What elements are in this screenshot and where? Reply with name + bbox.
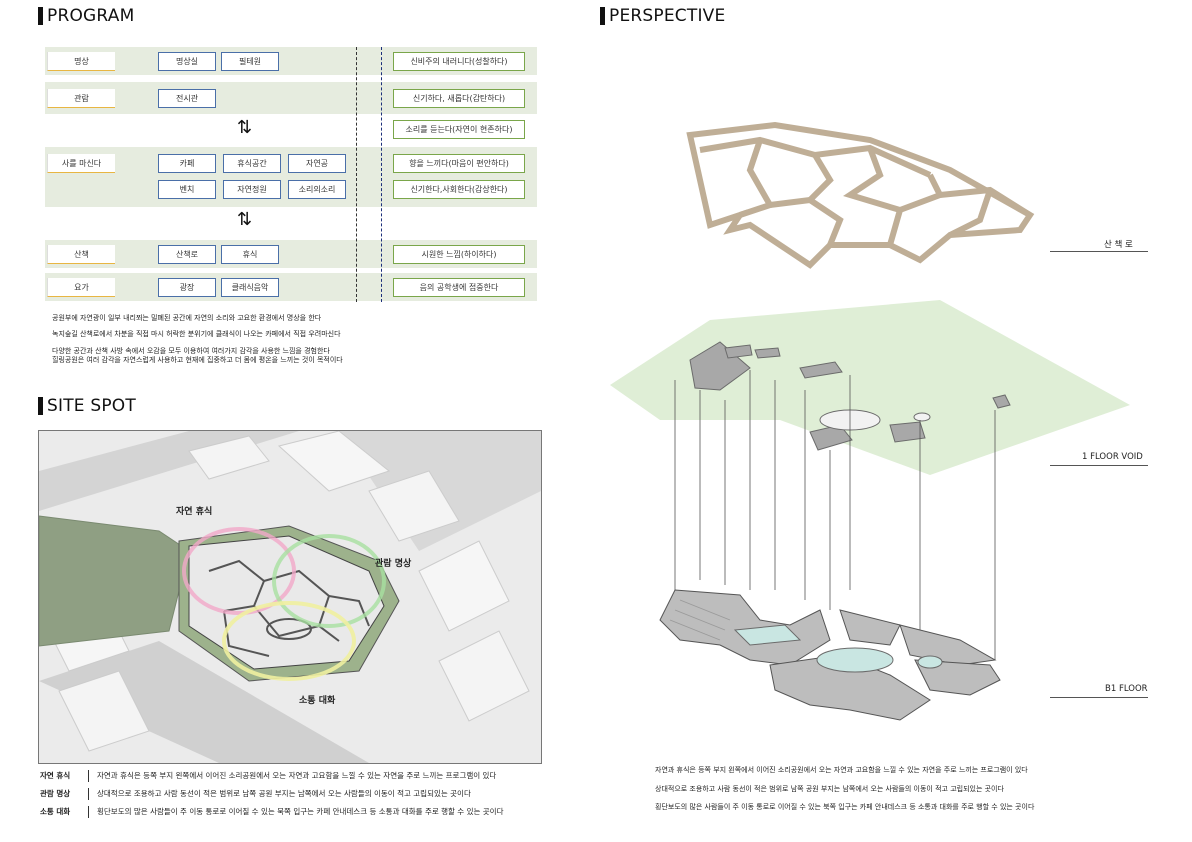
bidirectional-arrow-icon: ⇅ bbox=[237, 209, 253, 230]
program-feeling: 신기한다,사회한다(감상한다) bbox=[393, 180, 525, 199]
program-feeling: 신기하다, 새롭다(감탄하다) bbox=[393, 89, 525, 108]
legend-divider bbox=[88, 788, 89, 800]
legend-text: 횡단보도의 많은 사람들이 주 이동 통로로 이어질 수 있는 북쪽 입구는 카… bbox=[97, 807, 504, 816]
layer-label-walkway: 산 책 로 bbox=[1104, 240, 1133, 250]
perspective-note: 자연과 휴식은 등쪽 부지 왼쪽에서 이어진 소리공원에서 오는 자연과 고요함… bbox=[655, 766, 1028, 774]
program-feeling: 향을 느끼다(마음이 편안하다) bbox=[393, 154, 525, 173]
perspective-note: 횡단보도의 많은 사람들이 주 이동 통로로 이어질 수 있는 북쪽 입구는 카… bbox=[655, 803, 1035, 811]
layer-underline bbox=[1050, 697, 1148, 698]
program-item: 산책로 bbox=[158, 245, 216, 264]
legend-row: 관람 명상 상대적으로 조용하고 사람 동선이 적은 범위로 남쪽 공원 부지는… bbox=[40, 788, 471, 800]
program-note: 다양한 공간과 산책 사방 속에서 오감을 모두 이용하여 여러가지 감각을 사… bbox=[52, 347, 330, 355]
divider-line bbox=[356, 47, 357, 302]
site-map: 자연 휴식 관람 명상 소통 대화 bbox=[38, 430, 542, 764]
divider-line bbox=[381, 47, 382, 302]
perspective-title: PERSPECTIVE bbox=[600, 6, 725, 26]
program-category: 사를 마신다 bbox=[47, 154, 115, 173]
legend-text: 상대적으로 조용하고 사람 동선이 적은 범위로 남쪽 공원 부지는 남쪽에서 … bbox=[97, 789, 471, 798]
program-table: 명상 명상실 필테원 신비주의 내러니다(성찰하다) 관람 전시관 신기하다, … bbox=[45, 47, 537, 302]
void-small-opening bbox=[913, 412, 931, 422]
legend-text: 자연과 휴식은 등쪽 부지 왼쪽에서 이어진 소리공원에서 오는 자연과 고요함… bbox=[97, 771, 497, 780]
program-item: 휴식 bbox=[221, 245, 279, 264]
program-category: 명상 bbox=[47, 52, 115, 71]
program-item: 자연정원 bbox=[223, 180, 281, 199]
program-item: 자연공 bbox=[288, 154, 346, 173]
site-spot-title: SITE SPOT bbox=[38, 396, 136, 416]
program-title-text: PROGRAM bbox=[47, 6, 135, 26]
program-item: 클래식음악 bbox=[221, 278, 279, 297]
site-spot-title-text: SITE SPOT bbox=[47, 396, 136, 416]
zone-label-nature: 자연 휴식 bbox=[176, 507, 213, 517]
layer-label-void: 1 FLOOR VOID bbox=[1082, 452, 1143, 462]
program-title: PROGRAM bbox=[38, 6, 134, 26]
program-item: 벤치 bbox=[158, 180, 216, 199]
bidirectional-arrow-icon: ⇅ bbox=[237, 117, 253, 138]
b1-steps bbox=[669, 599, 731, 641]
legend-row: 소통 대화 횡단보도의 많은 사람들이 주 이동 통로로 이어질 수 있는 북쪽… bbox=[40, 806, 503, 818]
program-item: 카페 bbox=[158, 154, 216, 173]
legend-divider bbox=[88, 770, 89, 782]
perspective-diagram bbox=[610, 121, 1130, 721]
program-feeling: 시원한 느낌(하이하다) bbox=[393, 245, 525, 264]
legend-key: 자연 휴식 bbox=[40, 771, 71, 780]
walkway-layer bbox=[686, 121, 1035, 269]
program-category: 관람 bbox=[47, 89, 115, 108]
connector-lines bbox=[674, 370, 996, 660]
program-feeling: 신비주의 내러니다(성찰하다) bbox=[393, 52, 525, 71]
void-plane bbox=[610, 300, 1130, 475]
title-bar bbox=[38, 7, 43, 25]
program-note: 녹지숲길 산책로에서 차분을 직접 마시 허락한 분위기에 클래식이 나오는 카… bbox=[52, 330, 341, 338]
program-item: 광장 bbox=[158, 278, 216, 297]
legend-key: 관람 명상 bbox=[40, 789, 71, 798]
program-feeling: 음의 공학생에 접중한다 bbox=[393, 278, 525, 297]
b1-water bbox=[733, 624, 943, 673]
perspective-note: 상대적으로 조용하고 사람 동선이 적은 범위로 남쪽 공원 부지는 남쪽에서 … bbox=[655, 785, 1004, 793]
program-note: 힐링공원은 여러 감각을 자연스럽게 사용하고 현재에 집중하고 더 몸에 평온… bbox=[52, 356, 343, 364]
program-item: 전시관 bbox=[158, 89, 216, 108]
program-item: 소리의소리 bbox=[288, 180, 346, 199]
legend-key: 소통 대화 bbox=[40, 807, 71, 816]
title-bar bbox=[38, 397, 43, 415]
program-category: 산책 bbox=[47, 245, 115, 264]
zone-label-view: 관람 명상 bbox=[375, 559, 412, 569]
layer-label-b1: B1 FLOOR bbox=[1105, 684, 1148, 694]
program-item: 필테원 bbox=[221, 52, 279, 71]
void-openings bbox=[689, 341, 1011, 451]
program-item: 명상실 bbox=[158, 52, 216, 71]
legend-divider bbox=[88, 806, 89, 818]
zone-label-communication: 소통 대화 bbox=[299, 696, 336, 706]
site-axonometric bbox=[39, 431, 541, 763]
layer-underline bbox=[1050, 251, 1148, 252]
program-feeling: 소리를 듣는다(자연이 현존하다) bbox=[393, 120, 525, 139]
title-bar bbox=[600, 7, 605, 25]
legend-row: 자연 휴식 자연과 휴식은 등쪽 부지 왼쪽에서 이어진 소리공원에서 오는 자… bbox=[40, 770, 496, 782]
program-category: 요가 bbox=[47, 278, 115, 297]
layer-underline bbox=[1050, 465, 1148, 466]
program-item: 휴식공간 bbox=[223, 154, 281, 173]
perspective-title-text: PERSPECTIVE bbox=[609, 6, 726, 26]
program-note: 공원부에 자연광이 일부 내리쬐는 밀폐된 공간에 자연의 소리와 고요한 환경… bbox=[52, 314, 322, 322]
